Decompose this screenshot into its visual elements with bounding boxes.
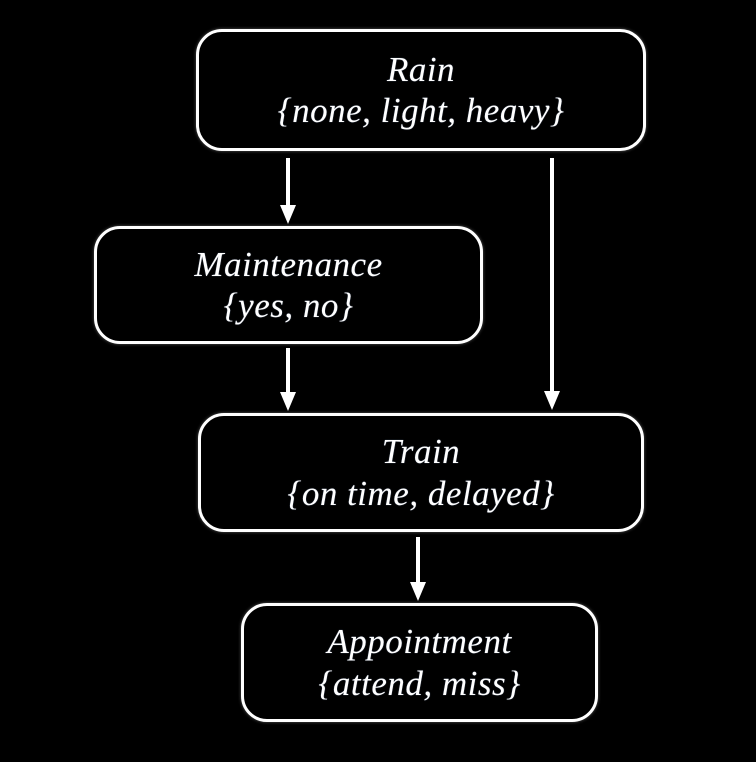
node-train-title: Train <box>381 432 461 472</box>
node-appointment[interactable]: Appointment {attend, miss} <box>241 603 598 722</box>
edge-rain-to-train <box>544 158 560 410</box>
node-maintenance-title: Maintenance <box>194 244 383 284</box>
node-rain-states: {none, light, heavy} <box>277 91 565 130</box>
arrow-shaft <box>416 537 420 582</box>
arrow-head-icon <box>410 582 426 601</box>
arrow-shaft <box>286 348 290 392</box>
node-train[interactable]: Train {on time, delayed} <box>198 413 644 532</box>
node-rain-title: Rain <box>386 49 456 89</box>
edge-train-to-appointment <box>410 537 426 601</box>
arrow-shaft <box>550 158 554 391</box>
arrow-shaft <box>286 158 290 205</box>
arrow-head-icon <box>544 391 560 410</box>
node-rain[interactable]: Rain {none, light, heavy} <box>196 29 646 151</box>
arrow-head-icon <box>280 205 296 224</box>
node-maintenance-states: {yes, no} <box>223 286 354 325</box>
node-train-states: {on time, delayed} <box>287 473 555 513</box>
node-appointment-title: Appointment <box>327 622 512 662</box>
arrow-head-icon <box>280 392 296 411</box>
edge-maintenance-to-train <box>280 348 296 411</box>
node-appointment-states: {attend, miss} <box>318 663 521 703</box>
edge-rain-to-maintenance <box>280 158 296 224</box>
node-maintenance[interactable]: Maintenance {yes, no} <box>94 226 483 344</box>
